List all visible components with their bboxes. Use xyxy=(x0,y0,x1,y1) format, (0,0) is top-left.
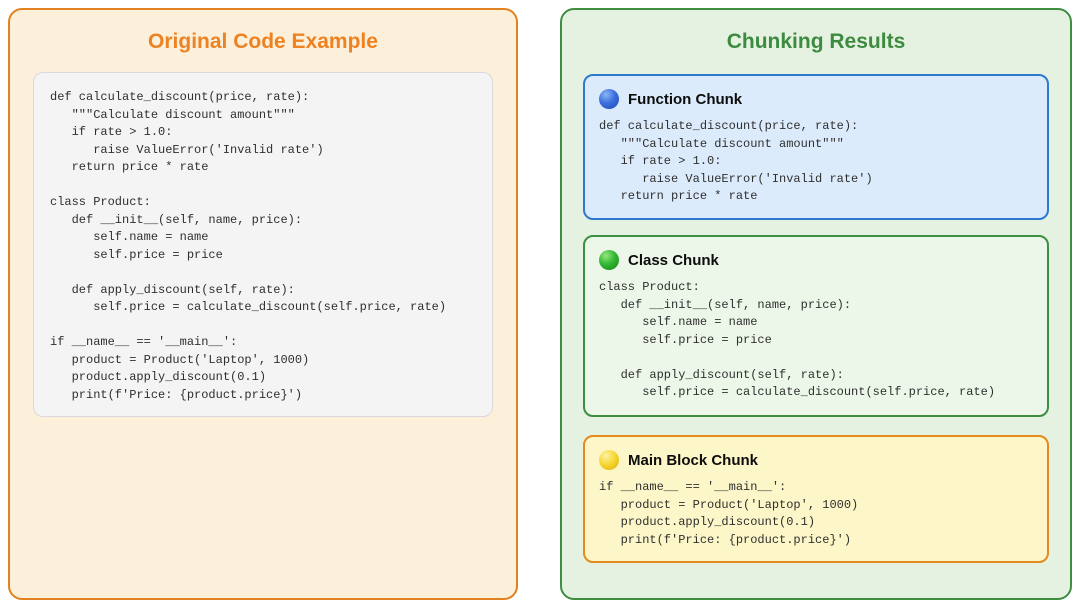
chunking-results-title: Chunking Results xyxy=(726,30,906,53)
function-chunk-label: Function Chunk xyxy=(628,90,743,108)
function-chunk-code: def calculate_discount(price, rate): """… xyxy=(599,119,873,203)
main-block-chunk-card: Main Block Chunk if __name__ == '__main_… xyxy=(583,435,1049,563)
class-chunk-code: class Product: def __init__(self, name, … xyxy=(599,280,996,399)
original-code-text: def calculate_discount(price, rate): """… xyxy=(50,90,447,402)
function-chunk-header: Function Chunk xyxy=(599,89,1033,109)
function-chunk-card: Function Chunk def calculate_discount(pr… xyxy=(583,74,1049,220)
chunking-results-panel: Chunking Results Function Chunk def calc… xyxy=(560,8,1072,600)
original-code-box: def calculate_discount(price, rate): """… xyxy=(33,72,493,417)
main-block-chunk-header: Main Block Chunk xyxy=(599,450,1033,470)
green-sphere-icon xyxy=(599,250,619,270)
class-chunk-card: Class Chunk class Product: def __init__(… xyxy=(583,235,1049,417)
class-chunk-label: Class Chunk xyxy=(628,251,719,269)
main-block-chunk-code: if __name__ == '__main__': product = Pro… xyxy=(599,480,859,547)
main-block-chunk-label: Main Block Chunk xyxy=(628,451,759,469)
blue-sphere-icon xyxy=(599,89,619,109)
original-code-panel: Original Code Example def calculate_disc… xyxy=(8,8,518,600)
original-code-title: Original Code Example xyxy=(148,30,378,53)
class-chunk-header: Class Chunk xyxy=(599,250,1033,270)
yellow-sphere-icon xyxy=(599,450,619,470)
